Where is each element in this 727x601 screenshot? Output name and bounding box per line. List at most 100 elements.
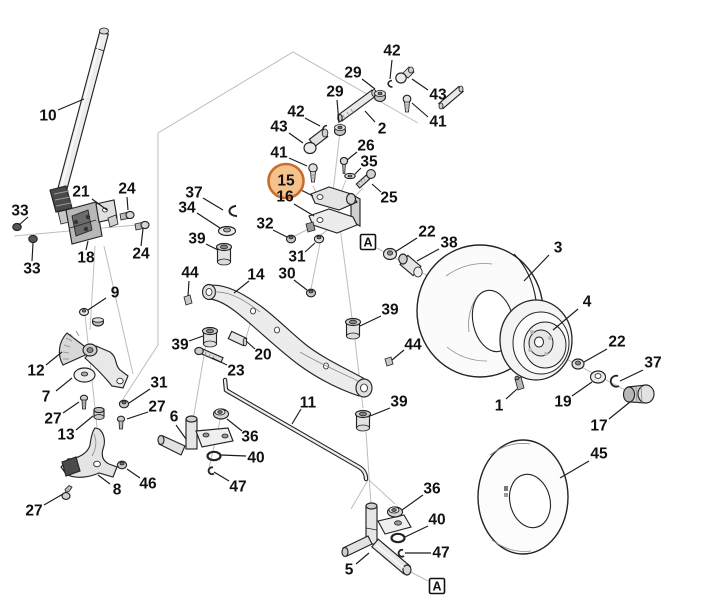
bushing-39-top-left [215,242,233,266]
part-label-7: 7 [42,389,51,406]
sector-gear [58,330,129,389]
part-label-11: 11 [300,395,317,412]
part-label-43: 43 [270,119,288,136]
part-label-44: 44 [404,337,422,354]
steering-arm-brackets-15-16 [305,186,361,234]
ball-joint-43-left [303,128,329,155]
leader-line-21 [91,198,108,211]
leader-line-29 [361,78,376,90]
washer-35 [344,172,356,180]
leader-line-33 [18,216,29,226]
c-clip-37-right [609,374,620,388]
washer-22-right [571,358,585,370]
ref-marker-A-2: A [428,577,446,595]
part-label-39: 39 [171,337,189,354]
part-label-27: 27 [44,411,61,428]
screw-24-lower [134,220,150,231]
valve-1 [514,375,525,391]
nut-31-middle [313,234,325,244]
ref-markers-layer: AA [359,233,446,595]
part-label-17: 17 [590,418,607,435]
part-label-3: 3 [554,240,563,257]
screw-26 [339,156,349,174]
part-label-29: 29 [326,84,344,101]
part-label-38: 38 [440,235,458,252]
ref-marker-box [359,233,377,251]
part-label-42: 42 [383,43,400,60]
part-label-30: 30 [278,266,295,283]
leader-line-41 [288,157,308,167]
part-label-44: 44 [181,265,199,282]
pin-20 [227,330,248,347]
part-label-47: 47 [229,479,246,496]
leader-line-42 [304,117,321,127]
washer-7 [73,367,96,383]
pin-44-left [183,294,193,306]
part-label-29: 29 [344,65,362,82]
bracket-8 [60,427,118,478]
part-label-33: 33 [11,203,29,220]
part-label-10: 10 [39,108,56,125]
washer-22-upper [382,247,398,261]
hub-cap-17 [622,384,655,404]
part-label-41: 41 [270,145,288,162]
leader-line-25 [371,183,382,193]
part-label-36: 36 [423,481,441,498]
part-label-39: 39 [188,231,206,248]
nut-32 [285,234,297,244]
leader-line-46 [126,468,141,479]
part-label-15: 15 [277,173,295,190]
bushing-39-right-top [344,317,362,340]
screw-27-b [116,415,126,430]
leader-line-10 [57,98,85,111]
part-label-19: 19 [554,394,572,411]
leader-line-26 [346,151,358,161]
cap-13 [93,406,105,420]
part-label-13: 13 [57,427,75,444]
part-label-45: 45 [590,446,608,463]
leader-line-24 [140,228,144,247]
leader-line-11 [291,408,302,425]
leader-line-20 [245,340,256,350]
clip-47-left [207,466,215,475]
part-label-27: 27 [148,399,165,416]
part-label-36: 36 [241,429,259,446]
leader-line-6 [175,424,187,440]
part-label-34: 34 [178,200,196,217]
leader-line-32 [272,229,288,238]
nut-30 [305,288,317,298]
nut-29-left [333,124,347,137]
part-label-31: 31 [288,249,306,266]
leader-line-18 [85,240,89,251]
part-label-14: 14 [247,267,265,284]
tie-rod-11 [222,377,369,482]
part-label-24: 24 [118,181,136,198]
leader-line-4 [552,308,579,331]
leader-line-43 [411,78,429,91]
leader-line-7 [55,377,73,392]
part-label-2: 2 [378,121,387,138]
leader-line-27 [126,411,149,420]
leader-lines-layer [18,59,644,565]
leader-line-13 [75,415,94,431]
part-label-40: 40 [247,450,264,467]
washer-34 [217,225,237,237]
leader-line-27 [43,493,64,506]
pin-44-right [384,356,394,367]
part-label-24: 24 [132,246,150,263]
stud-41-right [402,94,412,113]
part-label-46: 46 [139,476,157,493]
leader-line-22 [394,237,418,253]
part-label-37: 37 [185,185,202,202]
leader-line-19 [571,381,593,397]
part-label-31: 31 [150,375,168,392]
leader-line-34 [196,212,221,229]
rim-4 [499,299,573,381]
part-label-12: 12 [27,363,44,380]
part-label-18: 18 [77,250,95,267]
leader-line-5 [355,552,370,565]
leader-line-36 [401,494,424,511]
part-label-47: 47 [432,545,449,562]
leader-line-29 [336,99,340,124]
